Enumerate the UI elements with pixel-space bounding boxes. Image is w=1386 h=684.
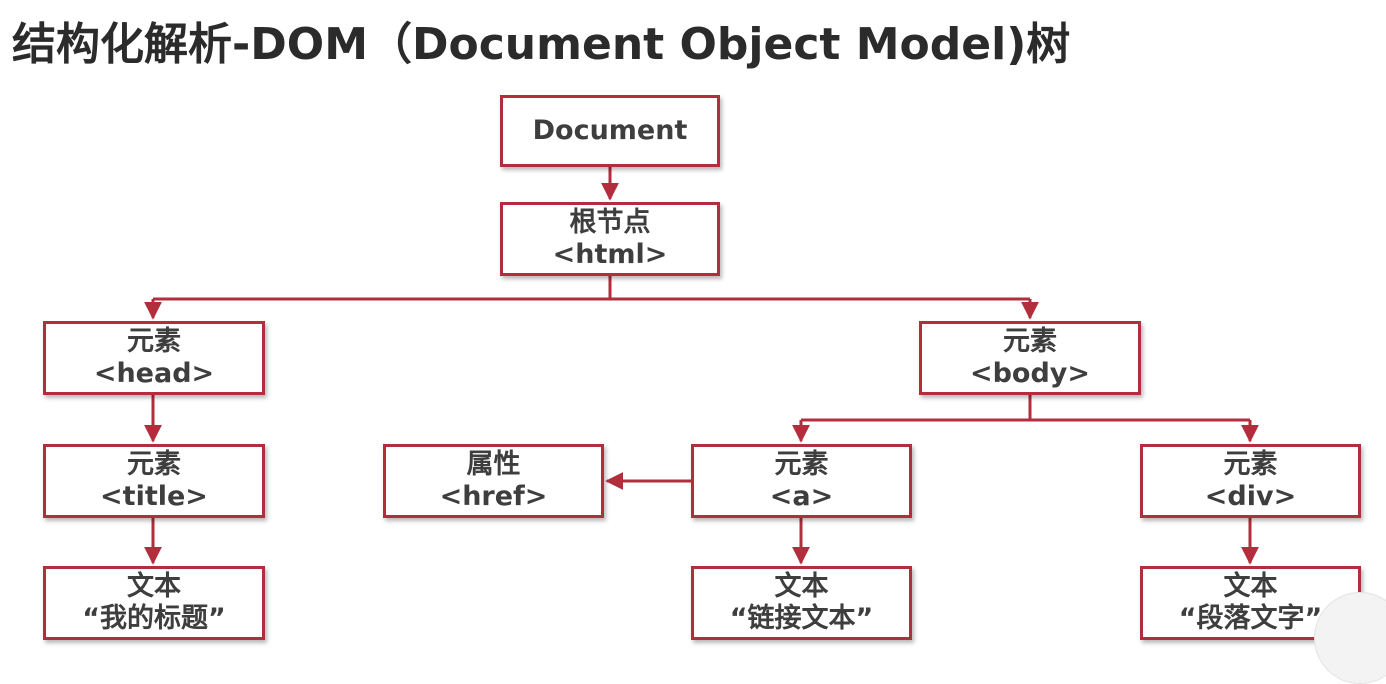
node-a-text-type: 文本 [774,571,829,602]
node-html-tag: <html> [552,239,668,270]
node-a: 元素 <a> [691,444,912,518]
node-body-tag: <body> [969,358,1091,389]
node-div: 元素 <div> [1140,444,1361,518]
node-href: 属性 <href> [383,444,604,518]
node-document: Document [500,95,720,167]
node-div-tag: <div> [1204,481,1297,512]
node-document-label: Document [532,115,688,146]
node-div-type: 元素 [1223,449,1278,480]
node-href-tag: <href> [439,481,548,512]
node-title-tag: <title> [100,481,208,512]
node-title-type: 元素 [127,449,181,480]
page-title: 结构化解析-DOM（Document Object Model)树 [12,19,1071,70]
node-a-text-value: “链接文本” [729,603,874,634]
node-a-type: 元素 [774,449,829,480]
node-html-type: 根节点 [569,207,651,238]
node-div-text-type: 文本 [1223,571,1278,602]
node-div-text: 文本 “段落文字” [1140,566,1361,640]
node-href-type: 属性 [466,449,521,480]
node-html: 根节点 <html> [500,202,720,276]
node-title: 元素 <title> [43,444,265,518]
node-head-type: 元素 [127,326,181,357]
node-body: 元素 <body> [919,321,1141,395]
node-head-tag: <head> [93,358,215,389]
node-title-text-value: “我的标题” [82,603,226,634]
node-body-type: 元素 [1003,326,1057,357]
node-a-text: 文本 “链接文本” [691,566,912,640]
node-title-text-type: 文本 [127,571,181,602]
node-head: 元素 <head> [43,321,265,395]
node-a-tag: <a> [769,481,834,512]
node-title-text: 文本 “我的标题” [43,566,265,640]
tree-connectors [144,167,1259,565]
node-div-text-value: “段落文字” [1178,603,1323,634]
